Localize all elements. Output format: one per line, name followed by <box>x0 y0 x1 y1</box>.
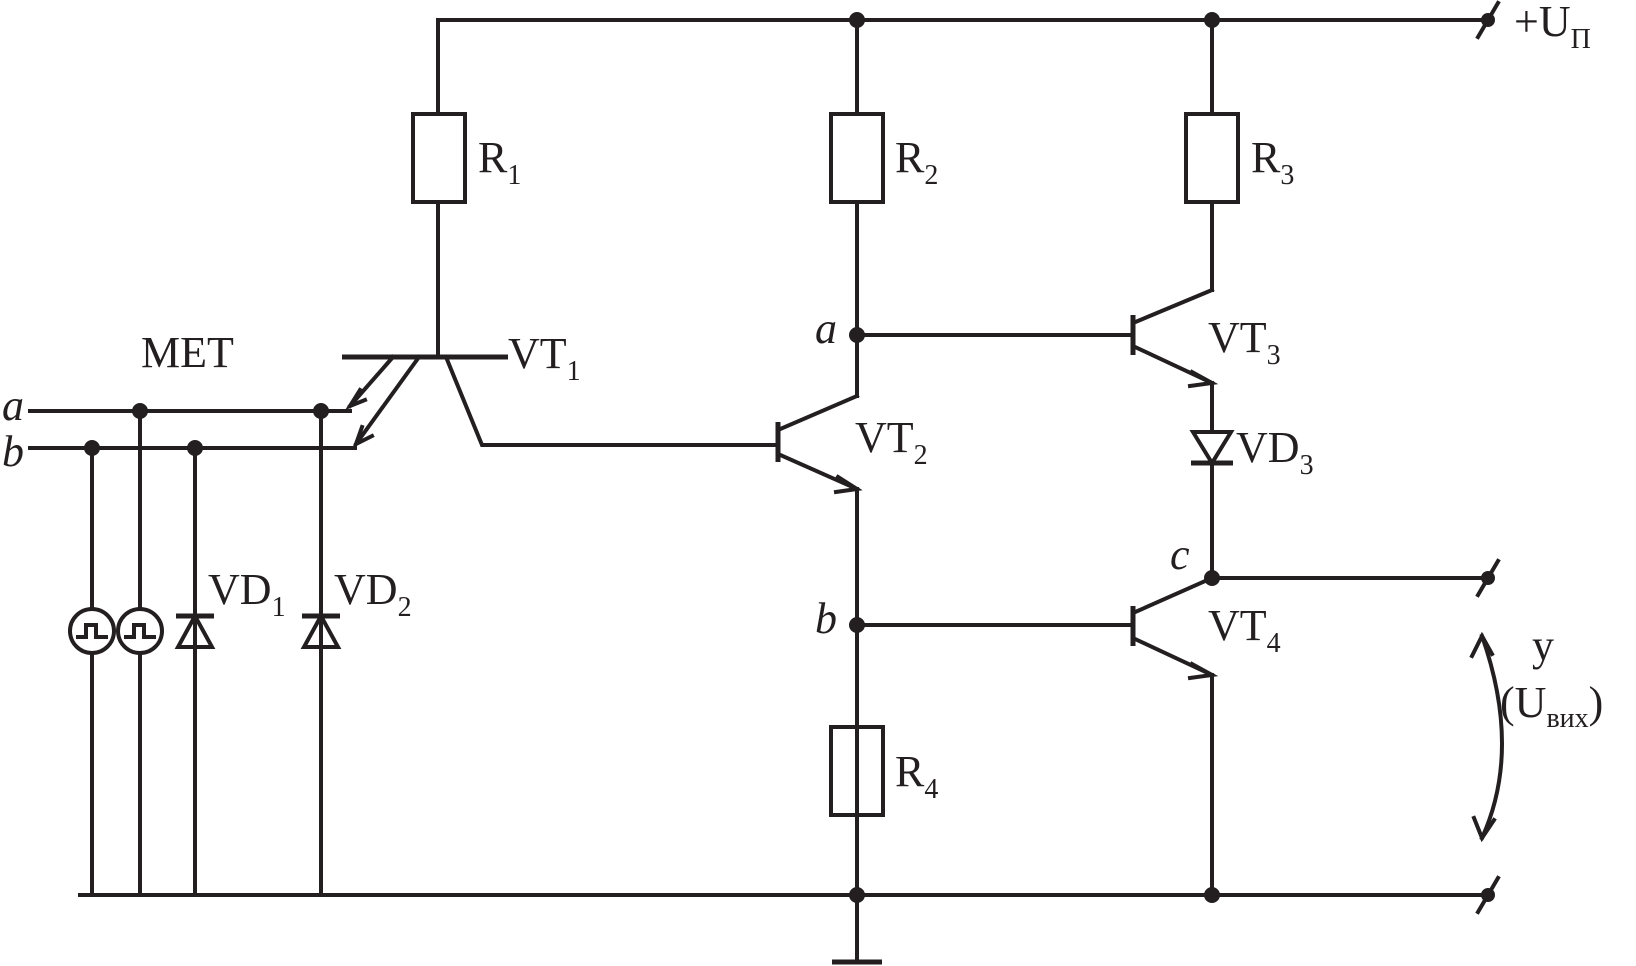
diode-vd2 <box>300 611 342 649</box>
resistor-r1 <box>411 112 467 356</box>
pulse-source-a <box>68 607 116 655</box>
label-r1: R1 <box>478 133 521 191</box>
pulse-source-b <box>116 607 164 655</box>
ground-rail <box>78 887 1490 965</box>
supply-rail <box>436 0 1501 116</box>
label-vt3: VT3 <box>1208 313 1281 371</box>
label-node-c: c <box>1170 530 1190 579</box>
label-vd3: VD3 <box>1236 423 1314 481</box>
input-lines <box>28 403 357 897</box>
output-terminals <box>1210 558 1504 915</box>
label-r2: R2 <box>895 133 938 191</box>
resistor-r2 <box>829 112 885 398</box>
resistor-r3 <box>1184 112 1240 292</box>
transistor-vt1 <box>342 354 778 449</box>
label-vt1: VT1 <box>508 329 581 387</box>
label-input-a: a <box>2 381 24 430</box>
label-node-a: a <box>815 304 837 353</box>
label-output-y: y <box>1532 621 1554 670</box>
transistor-vt2 <box>775 327 865 897</box>
label-r4: R4 <box>895 747 938 805</box>
label-supply: +UП <box>1514 0 1591 55</box>
diode-vd1 <box>174 611 216 649</box>
label-vt4: VT4 <box>1208 601 1281 659</box>
label-node-b: b <box>815 594 837 643</box>
label-input-b: b <box>2 427 24 476</box>
transistor-vt4 <box>1130 575 1219 897</box>
label-vd1: VD1 <box>208 565 286 623</box>
label-r3: R3 <box>1251 133 1294 191</box>
label-vt2: VT2 <box>855 413 928 471</box>
label-vd2: VD2 <box>334 565 412 623</box>
transistor-vt3 <box>1130 287 1219 432</box>
label-output-u: (Uвих) <box>1500 678 1603 734</box>
diode-vd3 <box>1189 430 1235 586</box>
label-met: MET <box>141 328 234 377</box>
